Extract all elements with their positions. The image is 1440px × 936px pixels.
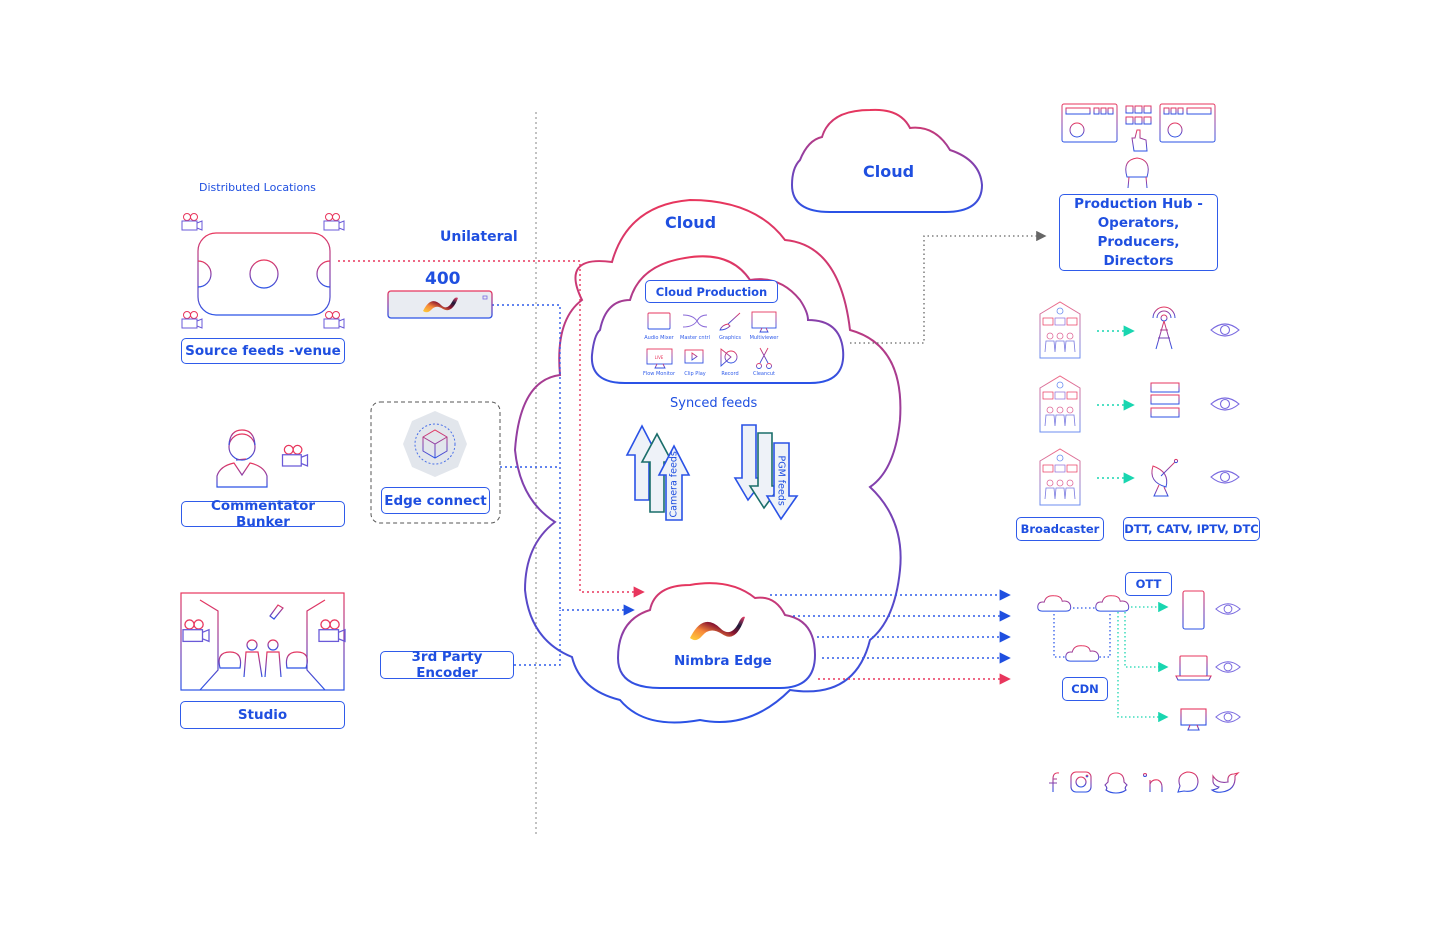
armchair-icon (1125, 157, 1149, 189)
nimbra-edge-cloud-outline (616, 582, 817, 689)
multiviewer-icon (751, 311, 777, 333)
unilateral-label: Unilateral (440, 229, 518, 245)
camera-icon (318, 619, 346, 643)
camera-icon (182, 619, 210, 643)
camera-icon (181, 213, 203, 231)
studio-set-icon (180, 592, 345, 691)
studio-label[interactable]: Studio (180, 701, 345, 729)
linear-platforms-label[interactable]: DTT, CATV, IPTV, DTC (1123, 517, 1260, 541)
control-desk-icon (1061, 103, 1118, 143)
nimbra-logo-icon (423, 297, 458, 313)
broadcaster-building-icon (1039, 375, 1081, 433)
appliance-model-label: 400 (425, 269, 461, 289)
broadcaster-building-icon (1039, 448, 1081, 506)
cloud-production-label[interactable]: Cloud Production (645, 280, 778, 303)
nimbra-edge-label: Nimbra Edge (674, 653, 772, 669)
cloud-production-cloud-outline (590, 255, 845, 384)
secondary-cloud-title: Cloud (863, 162, 915, 181)
whatsapp-icon (1177, 771, 1199, 793)
tool-caption: Cleancut (752, 371, 776, 377)
facebook-icon (1049, 772, 1060, 792)
hub-connector (850, 230, 1047, 344)
camera-icon (181, 311, 203, 329)
pgm-feeds-arrows (733, 424, 799, 521)
control-desk-icon (1159, 103, 1216, 143)
camera-icon (323, 311, 345, 329)
tool-caption: Record (721, 371, 739, 377)
tool-caption: Flow Monitor (642, 371, 675, 377)
instagram-icon (1070, 771, 1092, 793)
ott-label[interactable]: OTT (1125, 572, 1172, 596)
tool-caption: Clip Play (684, 371, 706, 377)
satellite-dish-icon (1151, 458, 1179, 497)
button-panel-icon (1125, 105, 1152, 125)
laptop-icon (1175, 655, 1212, 681)
svg-text:LIVE: LIVE (655, 355, 664, 360)
transmission-tower-icon (1152, 306, 1176, 351)
encoder-connector (514, 610, 561, 666)
camera-icon (323, 213, 345, 231)
desktop-monitor-icon (1180, 708, 1207, 731)
hand-pointer-icon (1131, 129, 1148, 152)
live-monitor-icon (646, 348, 673, 369)
record-icon (720, 348, 738, 368)
edge-connect-container (370, 401, 501, 524)
camera-icon (281, 444, 309, 467)
server-rack-icon (1143, 382, 1186, 425)
production-hub-label[interactable]: Production Hub - Operators, Producers, D… (1059, 194, 1218, 271)
linkedin-icon (1142, 772, 1163, 792)
master-control-icon (682, 314, 708, 328)
tool-caption: Graphics (718, 335, 742, 341)
eye-icon (1215, 711, 1241, 723)
cdn-cloud-icon (1037, 595, 1072, 612)
commentator-icon (216, 429, 268, 488)
broadcaster-building-icon (1039, 301, 1081, 359)
eye-icon (1210, 397, 1240, 411)
graphics-brush-icon (719, 312, 741, 331)
secondary-cloud-outline (790, 108, 984, 213)
eye-icon (1215, 603, 1241, 615)
eye-icon (1210, 323, 1240, 337)
distributed-locations-heading: Distributed Locations (199, 181, 316, 194)
edge-connect-label[interactable]: Edge connect (381, 487, 490, 514)
eye-icon (1215, 661, 1241, 673)
third-party-encoder-label[interactable]: 3rd Party Encoder (380, 649, 514, 681)
nimbra-logo-icon (690, 616, 745, 641)
source-feeds-venue-label[interactable]: Source feeds -venue (181, 338, 345, 364)
unilateral-connector (338, 260, 645, 598)
tool-caption: Master cntrl (680, 335, 710, 341)
pgm-feeds-label: PGM feeds (775, 455, 787, 506)
broadcaster-label[interactable]: Broadcaster (1016, 517, 1104, 541)
twitter-icon (1210, 771, 1240, 793)
ott-connector (1117, 612, 1169, 723)
commentator-bunker-label[interactable]: Commentator Bunker (181, 498, 345, 530)
eye-icon (1210, 470, 1240, 484)
audio-mixer-icon (647, 312, 671, 330)
cdn-cloud-icon (1095, 595, 1130, 612)
tool-caption: Audio Mixer (644, 335, 674, 341)
camera-feeds-arrows (625, 424, 691, 521)
cdn-label[interactable]: CDN (1062, 677, 1108, 701)
clip-play-icon (684, 349, 704, 367)
scissors-icon (756, 347, 772, 369)
ott-connector (1124, 612, 1169, 673)
field-pitch-icon (197, 232, 331, 316)
smartphone-icon (1182, 590, 1205, 630)
camera-feeds-label: Camera feeds (668, 451, 680, 518)
snapchat-icon (1104, 772, 1128, 794)
main-cloud-title: Cloud (665, 213, 717, 232)
tool-caption: Multiviewer (749, 335, 779, 341)
main-cloud-outline (513, 198, 902, 724)
appliance-connector (492, 304, 635, 616)
synced-feeds-label: Synced feeds (670, 396, 758, 411)
cdn-cloud-icon (1065, 645, 1100, 662)
kubernetes-cube-icon (403, 411, 467, 477)
